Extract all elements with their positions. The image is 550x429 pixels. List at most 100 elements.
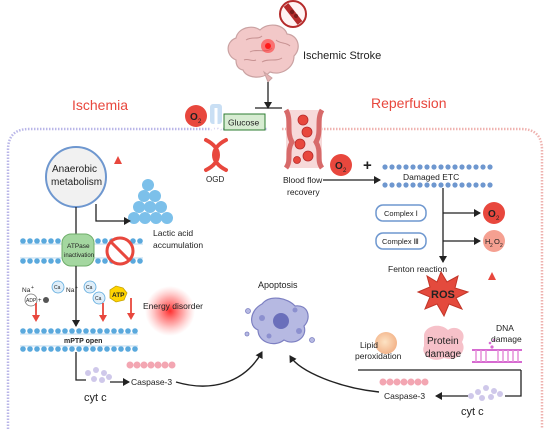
pi-dot xyxy=(43,297,49,303)
cytc-dots-right xyxy=(468,385,503,401)
apoptotic-cell-icon xyxy=(244,297,315,345)
ca-circle-2: Ca xyxy=(83,280,97,294)
ca-label-2: Ca xyxy=(86,285,93,291)
h2o2-h: H xyxy=(485,237,490,246)
ros-label: ROS xyxy=(431,289,455,301)
oxygen-badge-left: O 2 xyxy=(185,105,207,127)
caspase3-left: Caspase-3 xyxy=(126,361,176,387)
h2o2-badge: H 2 O 2 xyxy=(483,230,505,252)
superoxide-badge: O 2 xyxy=(483,202,505,224)
cytc-left-label: cyt c xyxy=(84,392,107,404)
arrow-caspase-left-to-apoptosis xyxy=(175,351,263,387)
atp-badge: ATP xyxy=(109,285,128,303)
o2-badge-text: O xyxy=(190,112,198,123)
o2-badge-right-sub: 2 xyxy=(343,168,347,174)
adp-label: ADP xyxy=(26,298,37,304)
glucose-label: Glucose xyxy=(228,118,259,128)
red-arrows-down xyxy=(32,298,135,322)
vessel-icon xyxy=(283,108,325,170)
fenton-label: Fenton reaction xyxy=(388,264,447,274)
ca-circle-3: Ca xyxy=(92,291,106,305)
caspase-right-label: Caspase-3 xyxy=(384,391,425,401)
ogd-label: OGD xyxy=(206,175,224,184)
arrow-collect-down xyxy=(505,370,522,397)
complex-iii-box: Complex Ⅲ xyxy=(375,232,427,250)
ion-labels: Na + ADP + Ca Na + Ca Ca ATP xyxy=(22,280,128,307)
superoxide-sub: 2 xyxy=(496,216,500,222)
h2o2-o: O xyxy=(494,237,500,246)
ca-label-3: Ca xyxy=(95,296,102,302)
ros-burst-icon: ROS xyxy=(416,270,470,318)
glucose-box: Glucose xyxy=(223,113,266,131)
cytc-right-label: cyt c xyxy=(461,406,484,418)
o2-badge-sub: 2 xyxy=(198,119,202,125)
stroke-title: Ischemic Stroke xyxy=(303,50,381,62)
damaged-etc-label: Damaged ETC xyxy=(403,172,459,182)
o2-badge-right-text: O xyxy=(335,161,343,172)
complex-i-box: Complex Ⅰ xyxy=(375,204,427,222)
mitochondrial-membrane xyxy=(20,328,138,352)
oxygen-badge-right: O 2 xyxy=(330,154,352,176)
oxygen-downward-arrow-icon xyxy=(209,104,223,137)
ischemia-title: Ischemia xyxy=(72,97,128,113)
cytc-dots-left xyxy=(85,367,112,383)
ogd-cross-icon xyxy=(204,138,228,172)
dna-label-2: damage xyxy=(491,334,522,344)
anaerobic-metabolism-circle: Anaerobic metabolism xyxy=(45,146,107,208)
na-plus-sign-1: + xyxy=(31,285,34,291)
arrow-mptp-to-cytc xyxy=(75,352,86,381)
dna-damage-icon xyxy=(472,338,522,363)
mptp-label: mPTP open xyxy=(64,338,102,345)
lipid-label-1: Lipid xyxy=(360,340,378,350)
inhibition-icon xyxy=(105,236,135,266)
blood-flow-label: Blood flow xyxy=(283,175,323,185)
brain-icon xyxy=(227,24,299,83)
energy-disorder-label: Energy disorder xyxy=(143,301,203,311)
arrow-to-lactic xyxy=(95,204,131,225)
atpase-label-1: ATPase xyxy=(67,243,90,250)
atpase-pump-icon: ATPase inactivation xyxy=(61,233,95,267)
lactic-label-2: accumulation xyxy=(153,240,203,250)
ca-circle-1: Ca xyxy=(51,280,65,294)
plus-sign: + xyxy=(363,157,372,174)
anaerobic-label-2: metabolism xyxy=(51,177,102,188)
anaerobic-label-1: Anaerobic xyxy=(52,164,97,175)
lactic-acid-bubbles-icon xyxy=(128,179,173,224)
h2o2-sub1: 2 xyxy=(490,243,493,249)
etc-membrane xyxy=(382,164,493,188)
protein-label-2: damage xyxy=(425,349,462,360)
caspase-left-label: Caspase-3 xyxy=(131,377,172,387)
blood-vessel-icon xyxy=(279,0,307,28)
reperfusion-title: Reperfusion xyxy=(371,95,447,111)
atp-label: ATP xyxy=(112,292,125,299)
h2o2-sub2: 2 xyxy=(500,243,503,249)
arrow-caspase-right-to-apoptosis xyxy=(289,355,380,393)
recovery-label: recovery xyxy=(287,187,320,197)
lipid-peroxidation-icon xyxy=(375,332,397,354)
lactic-label-1: Lactic acid xyxy=(153,228,193,238)
protein-label-1: Protein xyxy=(427,336,459,347)
energy-disorder-glow xyxy=(145,286,195,336)
adp-circle: ADP xyxy=(24,293,38,307)
caspase3-right: Caspase-3 xyxy=(379,378,429,401)
dna-label-1: DNA xyxy=(496,323,514,333)
mptp-label-bg xyxy=(62,335,106,345)
apoptosis-label: Apoptosis xyxy=(258,280,298,290)
complex-iii-label: Complex Ⅲ xyxy=(382,237,419,246)
superoxide-text: O xyxy=(488,209,496,220)
protein-damage-icon xyxy=(423,325,464,360)
complex-i-label: Complex Ⅰ xyxy=(384,209,418,218)
atpase-label-2: inactivation xyxy=(64,253,94,259)
na-label-2: Na xyxy=(66,287,75,294)
increase-arrow-icon xyxy=(114,156,122,190)
na-plus-sign-2: + xyxy=(75,285,78,291)
reperfusion-panel-border xyxy=(282,127,544,429)
na-label-1: Na xyxy=(22,287,31,294)
adp-plus: + xyxy=(38,298,42,304)
ca-label-1: Ca xyxy=(54,285,61,291)
ischemia-panel-border xyxy=(6,127,268,429)
lipid-label-2: peroxidation xyxy=(355,351,402,361)
ros-increase-arrow-icon xyxy=(488,272,496,302)
